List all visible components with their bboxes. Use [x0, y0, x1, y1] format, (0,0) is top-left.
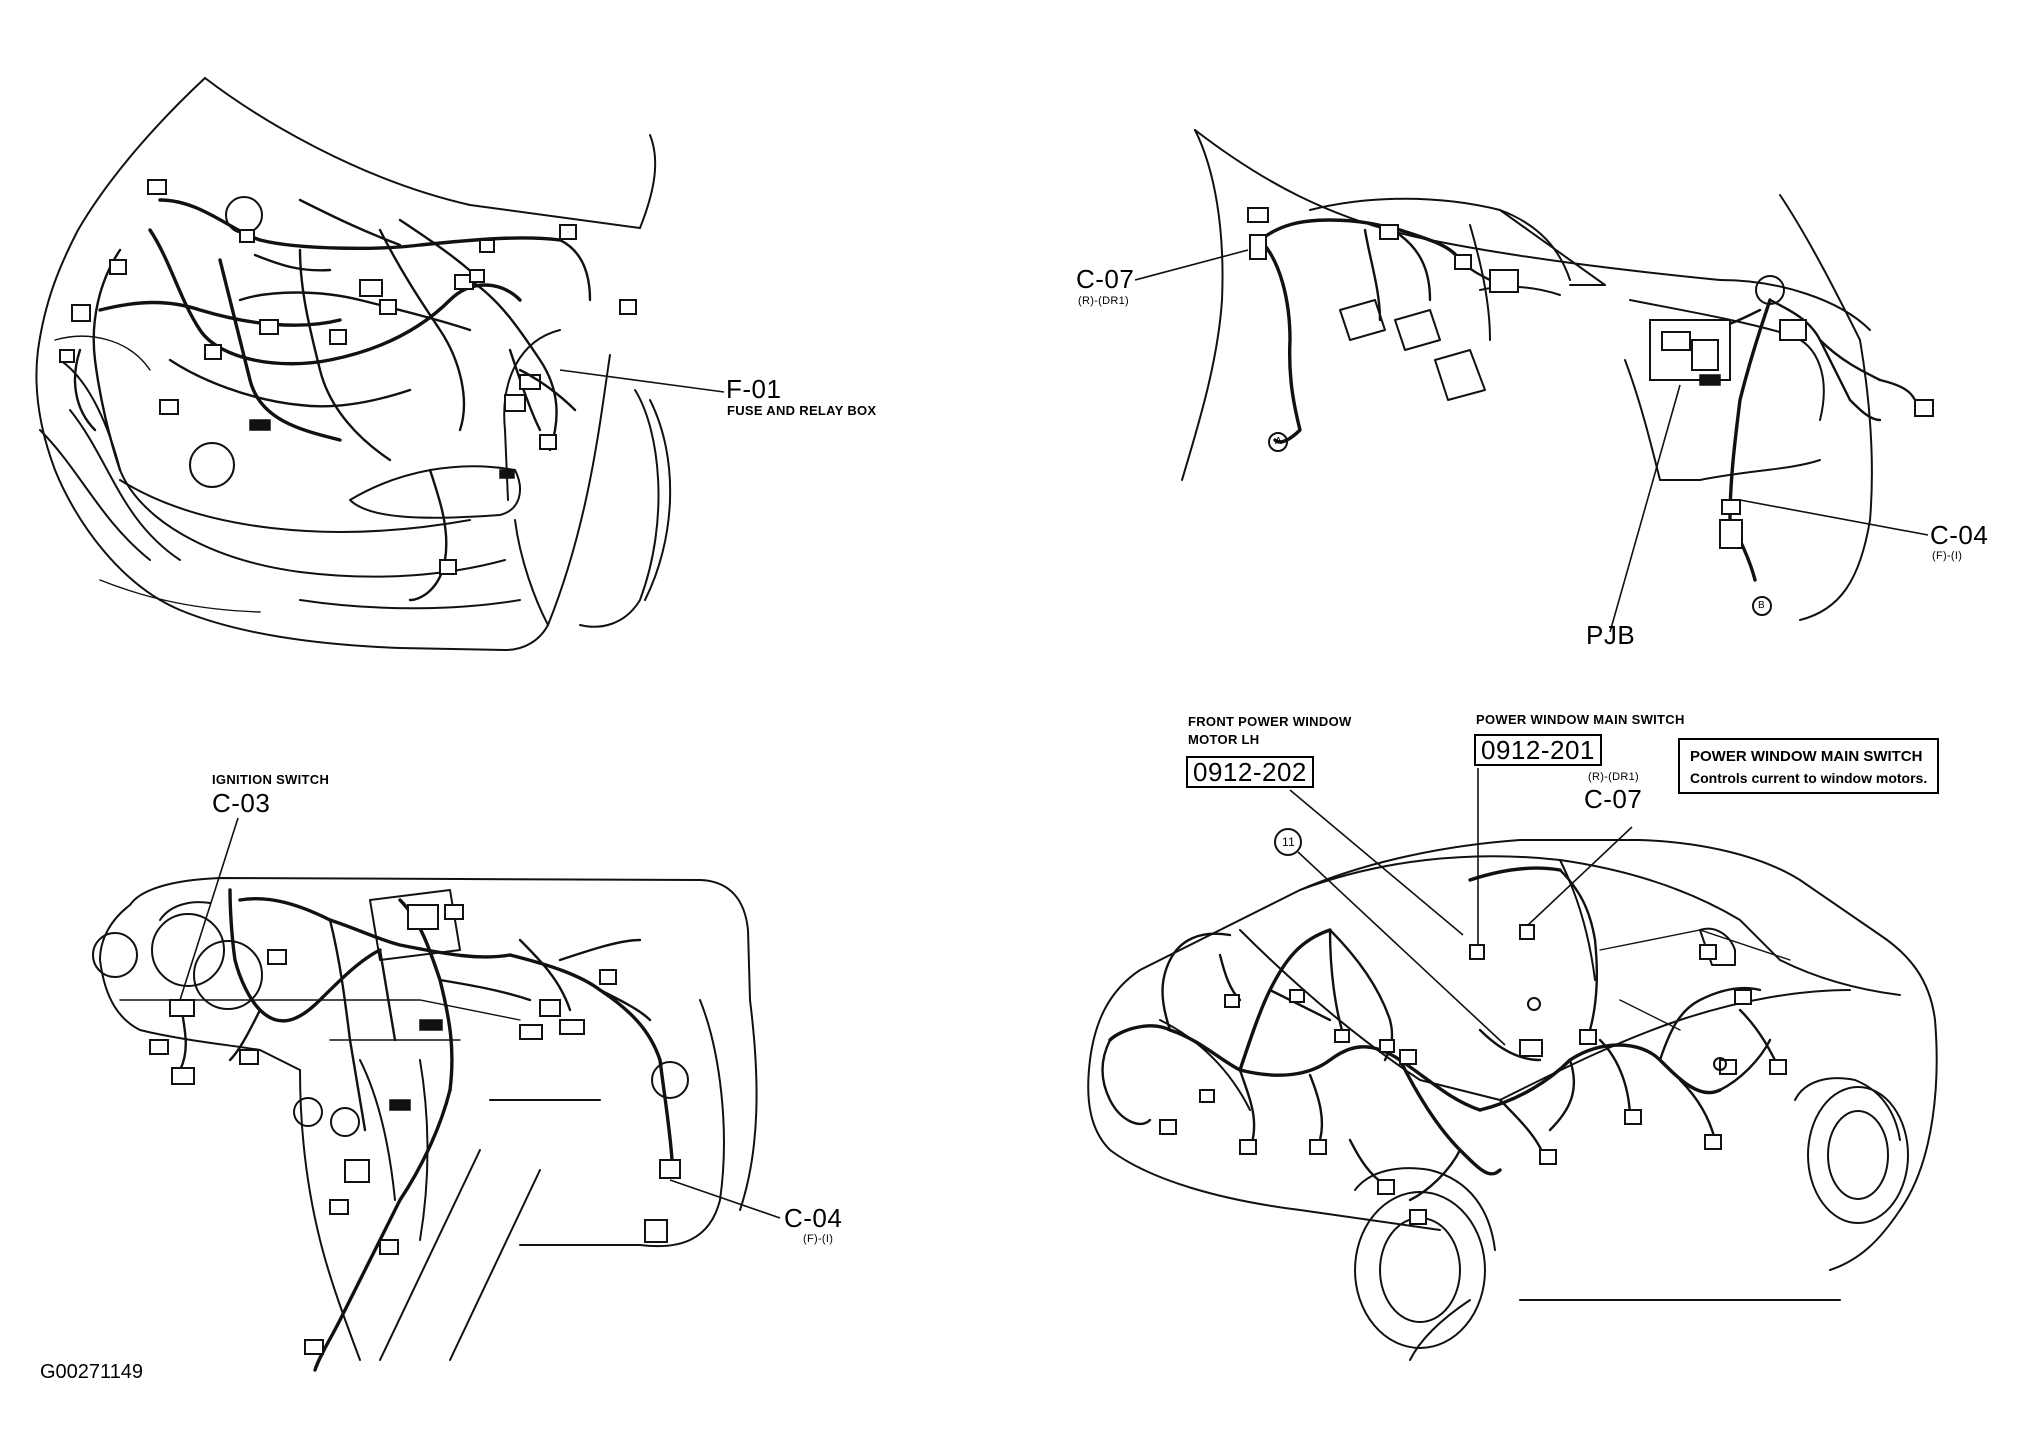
c07-sub-body: (R)-(DR1) [1588, 771, 1639, 783]
body-harness [1101, 866, 1787, 1225]
engine-bay-harness [59, 179, 637, 602]
front-motor-caption-line1: FRONT POWER WINDOW [1188, 714, 1352, 729]
c04-code-dash: C-04 [784, 1203, 843, 1233]
c04-leader-line-dash [669, 1179, 781, 1219]
c03-code: C-03 [212, 788, 271, 818]
c07-leader-line-body [1527, 826, 1633, 926]
c03-leader-line [179, 817, 239, 1001]
engine-bay-panel [35, 77, 725, 651]
c04-sub-dash: (F)-(I) [803, 1233, 834, 1245]
c03-caption: IGNITION SWITCH [212, 772, 330, 787]
engine-bay-car-outline [35, 77, 672, 651]
c07-sub-cowl: (R)-(DR1) [1078, 295, 1129, 307]
connector-mark-a [1268, 432, 1288, 452]
dash-harness [149, 888, 681, 1372]
c04-leader-line-cowl [1739, 499, 1929, 536]
connector-mark-b-label: B [1758, 600, 1765, 611]
connector-mark-b [1752, 596, 1772, 616]
callout-11-label: 11 [1282, 835, 1296, 849]
f01-leader-line [559, 369, 725, 393]
pjb-leader-line [1609, 384, 1681, 633]
c07-code-body: C-07 [1584, 784, 1643, 814]
f01-caption: FUSE AND RELAY BOX [727, 403, 877, 418]
cowl-panel [1134, 129, 1934, 633]
note-description: Controls current to window motors. [1690, 770, 1928, 786]
cowl-harness [1247, 207, 1934, 582]
note-title: POWER WINDOW MAIN SWITCH [1690, 748, 1923, 765]
callout-11-circle [1274, 828, 1302, 856]
dash-panel [92, 817, 781, 1372]
front-motor-ref-box[interactable]: 0912-202 [1186, 756, 1314, 788]
callout-11-leader-line [1297, 851, 1506, 1046]
c07-leader-line-cowl [1134, 249, 1249, 281]
main-switch-caption: POWER WINDOW MAIN SWITCH [1476, 712, 1685, 727]
f01-code: F-01 [726, 374, 782, 404]
cowl-outline [1181, 129, 1873, 621]
c07-code-cowl: C-07 [1076, 264, 1135, 294]
body-panel [1087, 768, 1938, 1361]
pjb-label: PJB [1586, 620, 1636, 650]
figure-id: G00271149 [40, 1361, 144, 1383]
connector-mark-a-label: A [1275, 436, 1282, 447]
c04-code-cowl: C-04 [1930, 520, 1989, 550]
dash-outline [92, 877, 758, 1361]
power-window-switch-note: POWER WINDOW MAIN SWITCH Controls curren… [1678, 738, 1940, 794]
main-switch-ref-box[interactable]: 0912-201 [1474, 734, 1602, 766]
c04-sub-cowl: (F)-(I) [1932, 550, 1963, 562]
front-motor-caption-line2: MOTOR LH [1188, 732, 1260, 747]
front-motor-leader-line [1289, 789, 1464, 936]
